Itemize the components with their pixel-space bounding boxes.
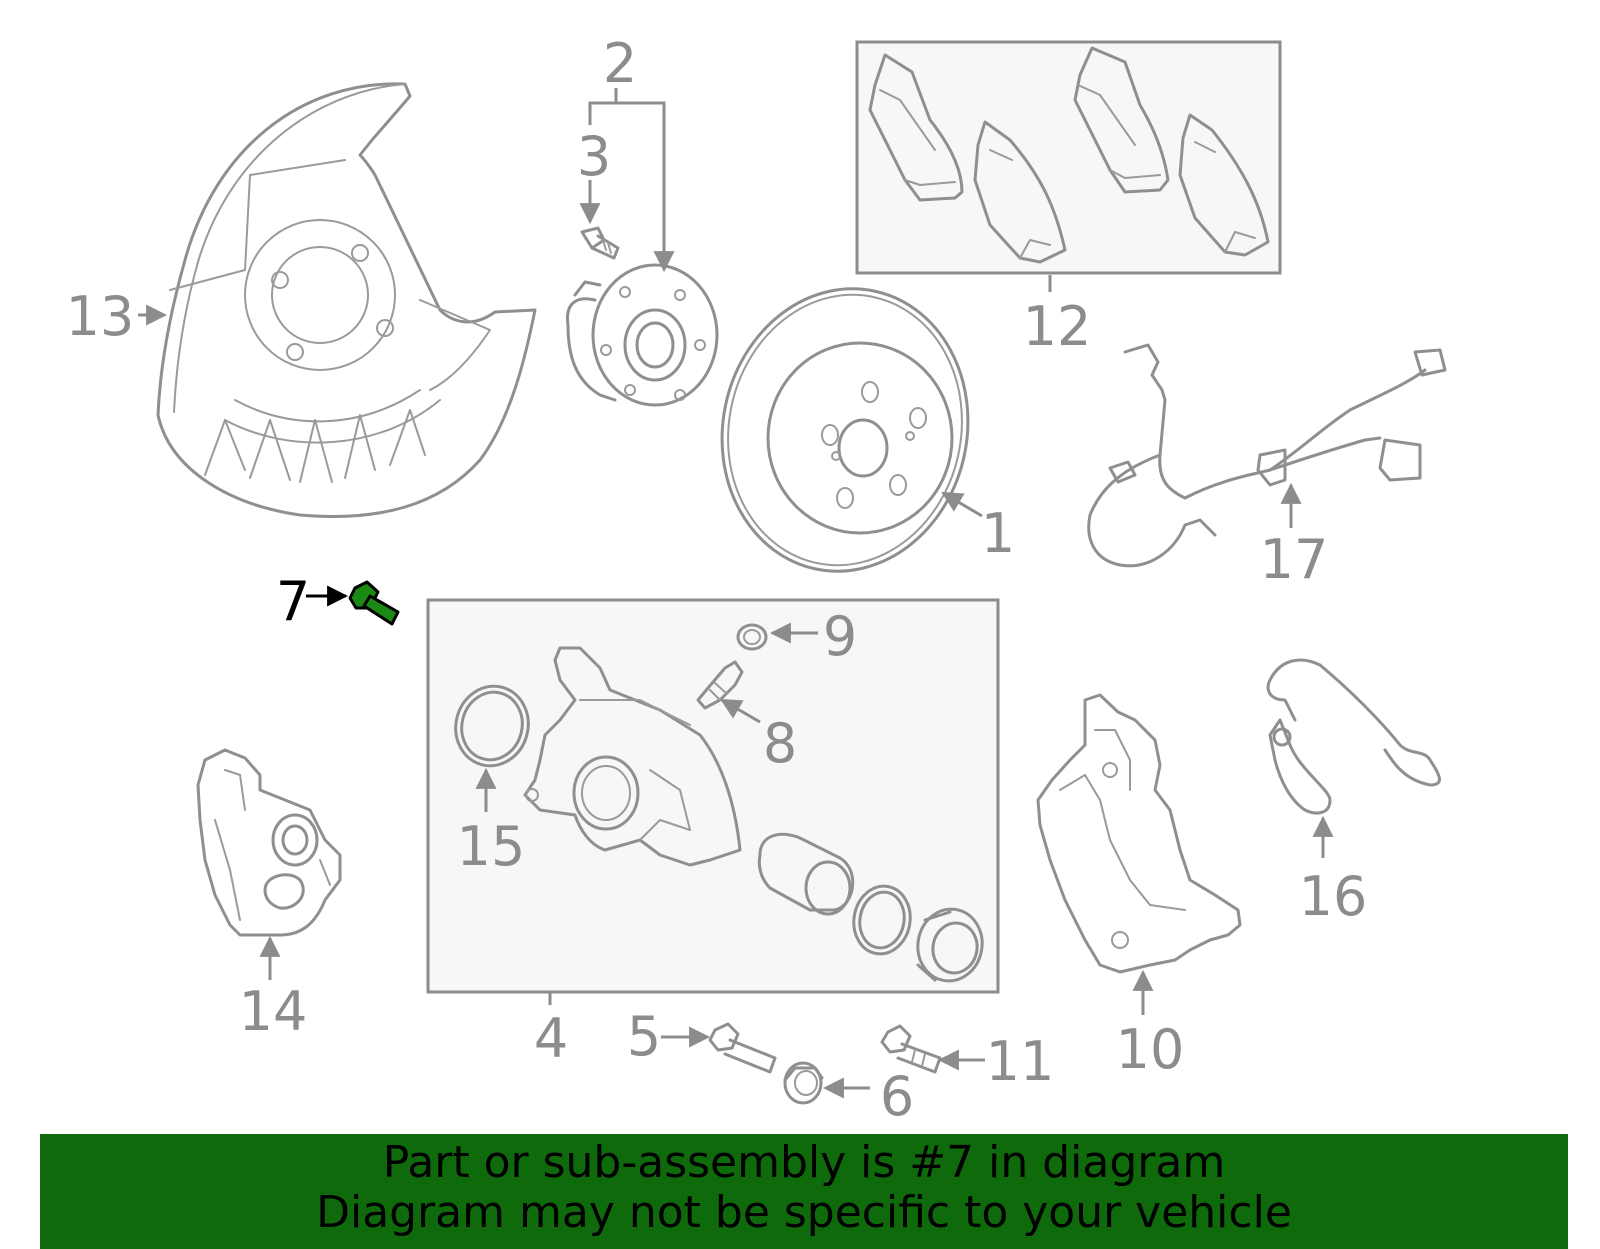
part-17-abs-harness	[1087, 343, 1447, 568]
part-4-caliper-body	[523, 646, 742, 867]
part-8-bleeder	[696, 660, 744, 710]
callout-3: 3	[577, 125, 611, 188]
part-4-piston	[757, 832, 855, 916]
part-7-bolt-highlighted[interactable]	[348, 580, 400, 626]
callout-2: 2	[603, 32, 637, 95]
part-4-box	[426, 598, 1000, 994]
part-9-bleeder-cap	[736, 623, 768, 651]
part-3-hub-bolt	[580, 226, 620, 260]
callout-15: 15	[457, 815, 526, 878]
callout-4: 4	[534, 1007, 568, 1070]
part-11-bolt	[880, 1024, 942, 1074]
banner-line-2: Diagram may not be specific to your vehi…	[316, 1187, 1292, 1238]
callout-6: 6	[880, 1065, 914, 1128]
callout-14: 14	[239, 980, 308, 1043]
part-4-dust-boot	[916, 907, 984, 983]
part-1-brake-rotor	[720, 287, 970, 573]
part-6-boot	[783, 1061, 824, 1105]
part-14-mount	[196, 748, 342, 937]
callout-8: 8	[763, 712, 797, 775]
part-16-abs-sensor	[1266, 658, 1441, 815]
callout-11: 11	[986, 1030, 1055, 1093]
callout-12: 12	[1023, 295, 1092, 358]
callout-13: 13	[66, 285, 135, 348]
part-12-brake-pads	[868, 46, 1270, 264]
part-2-hub-bearing	[565, 263, 719, 407]
part-12-box	[855, 40, 1282, 275]
banner-line-1: Part or sub-assembly is #7 in diagram	[382, 1137, 1226, 1188]
part-4-piston-seal	[852, 884, 912, 956]
callout-7: 7	[276, 570, 310, 633]
part-10-caliper-bracket	[1036, 693, 1242, 974]
callout-5: 5	[627, 1005, 661, 1068]
callout-16: 16	[1299, 865, 1368, 928]
callout-1: 1	[981, 502, 1015, 565]
info-banner: Part or sub-assembly is #7 in diagram Di…	[40, 1134, 1568, 1249]
callout-17: 17	[1260, 528, 1329, 591]
part-13-dust-shield	[156, 82, 537, 519]
leader-lines	[138, 88, 1334, 1099]
part-15-caliper-seal	[454, 684, 530, 768]
callout-10: 10	[1116, 1018, 1185, 1081]
part-5-guide-pin	[708, 1022, 777, 1074]
callout-9: 9	[823, 605, 857, 668]
